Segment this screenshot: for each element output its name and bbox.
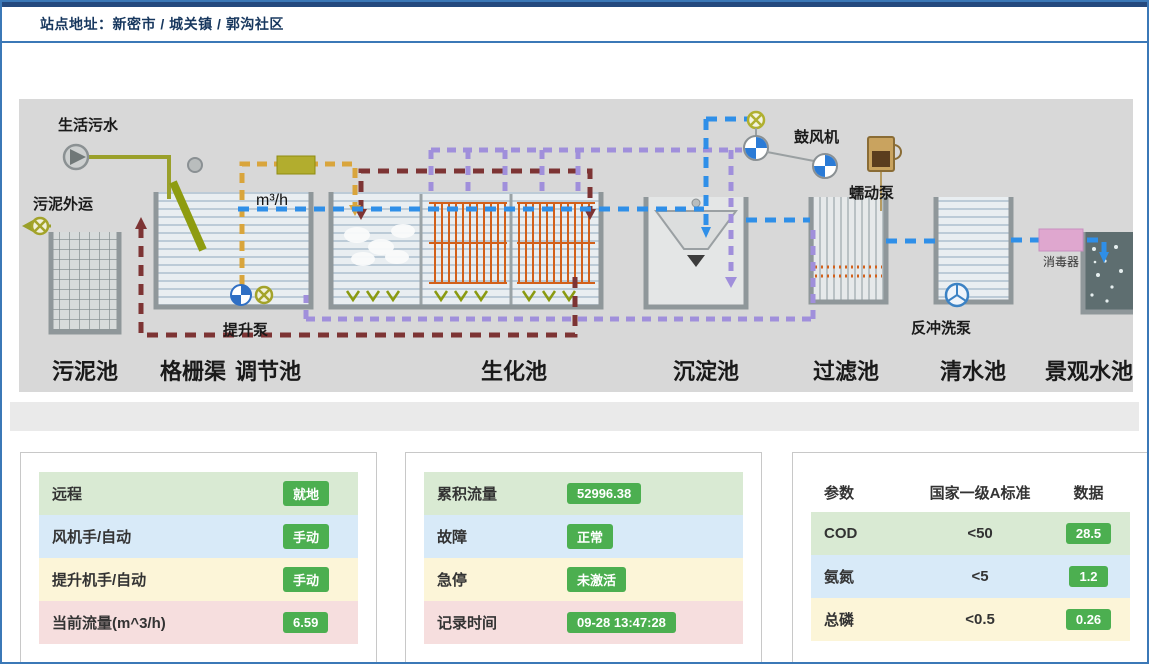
diffuser-marks (345, 290, 577, 303)
row-label: 远程 (52, 486, 83, 503)
tank-label-biochemical: 生化池 (481, 359, 547, 384)
sludge-out-valve-icon (30, 216, 50, 236)
table-header-row: 参数 国家一级A标准 数据 (811, 472, 1130, 512)
blower-valve-icon (746, 110, 766, 130)
peristaltic-pump-label: 蠕动泵 (849, 184, 894, 202)
site-breadcrumb: 站点地址：新密市 / 城关镇 / 郭沟社区 (40, 16, 284, 32)
table-row: 当前流量(m^3/h) 6.59 (39, 601, 358, 644)
biofilm-carriers (429, 202, 595, 284)
value-badge: 28.5 (1065, 522, 1112, 544)
status-badge: 就地 (283, 481, 330, 506)
process-flow-svg: 生活污水 污泥外运 提升泵 鼓风机 蠕动泵 反冲洗泵 m³/h 消毒器 污泥池 … (22, 110, 1139, 384)
inlet-pipe (25, 155, 171, 228)
sludge-pipe-arrows (135, 209, 596, 229)
landscape-pool (1080, 232, 1139, 315)
tank-label-regulating: 调节池 (235, 359, 301, 384)
main-water-pipe (238, 116, 1107, 252)
param-name: COD (824, 525, 858, 542)
table-row: 故障 正常 (424, 515, 743, 558)
disinfector-icon (1038, 228, 1084, 252)
flow-meter-icon (276, 155, 316, 175)
column-header: 国家一级A标准 (929, 484, 1031, 502)
row-label: 累积流量 (437, 486, 498, 503)
water-quality-panel: 参数 国家一级A标准 数据 COD <50 28.5 氨氮 <5 1.2 总磷 … (792, 452, 1147, 662)
value-badge: 0.26 (1065, 608, 1112, 630)
table-row: 远程 就地 (39, 472, 358, 515)
tank-label-sludge: 污泥池 (52, 359, 118, 384)
sludge-cone-icon (687, 255, 705, 267)
aeration-foam (344, 224, 415, 266)
disinfector-label: 消毒器 (1043, 255, 1079, 269)
status-badge: 6.59 (283, 612, 329, 633)
flow-unit-label: m³/h (256, 192, 288, 209)
lift-valve-icon (254, 285, 274, 305)
tank-label-landscape: 景观水池 (1045, 359, 1133, 384)
table-row: 累积流量 52996.38 (424, 472, 743, 515)
table-row: 提升机手/自动 手动 (39, 558, 358, 601)
table-row: 总磷 <0.5 0.26 (811, 598, 1130, 641)
status-badge: 52996.38 (567, 483, 642, 504)
table-row: 风机手/自动 手动 (39, 515, 358, 558)
status-badge: 正常 (567, 524, 614, 549)
row-label: 急停 (437, 572, 468, 589)
status-panel: 累积流量 52996.38 故障 正常 急停 未激活 记录时间 09-28 13… (405, 452, 762, 662)
sludge-out-label: 污泥外运 (33, 195, 93, 213)
status-badge: 09-28 13:47:28 (567, 612, 676, 633)
air-pipe (303, 147, 816, 322)
backwash-pump-label: 反冲洗泵 (911, 319, 971, 337)
value-badge: 1.2 (1069, 565, 1108, 587)
blower-fan2-icon (812, 153, 838, 179)
sludge-out-arrow (22, 220, 33, 232)
column-header: 数据 (1073, 484, 1104, 502)
air-pipe-arrow (725, 277, 737, 288)
backwash-pump-icon (944, 282, 970, 308)
blower-connector (766, 151, 815, 162)
site-header: 站点地址：新密市 / 城关镇 / 郭沟社区 (2, 7, 1147, 43)
row-label: 当前流量(m^3/h) (52, 615, 166, 632)
column-header: 参数 (824, 484, 855, 502)
param-standard: <50 (967, 525, 993, 542)
param-standard: <0.5 (965, 611, 995, 628)
process-diagram: 生活污水 污泥外运 提升泵 鼓风机 蠕动泵 反冲洗泵 m³/h 消毒器 污泥池 … (19, 99, 1139, 392)
blower-fan-icon (743, 135, 769, 161)
table-row: COD <50 28.5 (811, 512, 1130, 555)
row-label: 记录时间 (437, 615, 498, 632)
control-panel: 远程 就地 风机手/自动 手动 提升机手/自动 手动 当前流量(m^3/h) 6… (20, 452, 377, 662)
peristaltic-pump-icon (867, 136, 902, 211)
row-label: 风机手/自动 (52, 529, 132, 546)
lift-pump-label: 提升泵 (223, 322, 268, 339)
bar-screen-icon (169, 157, 207, 252)
clean-water-tank (933, 197, 1014, 305)
settling-hopper (654, 210, 738, 250)
tank-label-clean-water: 清水池 (940, 359, 1006, 384)
sludge-tank (48, 232, 122, 335)
table-row: 记录时间 09-28 13:47:28 (424, 601, 743, 644)
param-standard: <5 (971, 568, 989, 585)
row-label: 提升机手/自动 (52, 572, 147, 589)
sludge-return-pipe (138, 168, 593, 338)
tank-label-screen: 格栅渠 (160, 359, 226, 384)
filter-tank (808, 197, 889, 305)
inflow-pump-icon (62, 143, 90, 171)
status-badge: 未激活 (567, 567, 627, 592)
param-name: 氨氮 (824, 569, 855, 586)
scraper-drive-icon (691, 198, 701, 208)
diagram-substrip (10, 402, 1139, 431)
inflow-label: 生活污水 (58, 116, 119, 134)
table-row: 急停 未激活 (424, 558, 743, 601)
tank-label-sedimentation: 沉淀池 (673, 359, 739, 384)
water-pipe-arrows (701, 227, 1109, 263)
param-name: 总磷 (824, 612, 855, 629)
table-row: 氨氮 <5 1.2 (811, 555, 1130, 598)
blower-label: 鼓风机 (794, 128, 839, 146)
tank-label-filter: 过滤池 (813, 359, 879, 384)
status-badge: 手动 (283, 524, 330, 549)
row-label: 故障 (437, 529, 468, 546)
status-badge: 手动 (283, 567, 330, 592)
lift-pump-icon (230, 284, 252, 306)
top-accent-bar (2, 2, 1147, 7)
